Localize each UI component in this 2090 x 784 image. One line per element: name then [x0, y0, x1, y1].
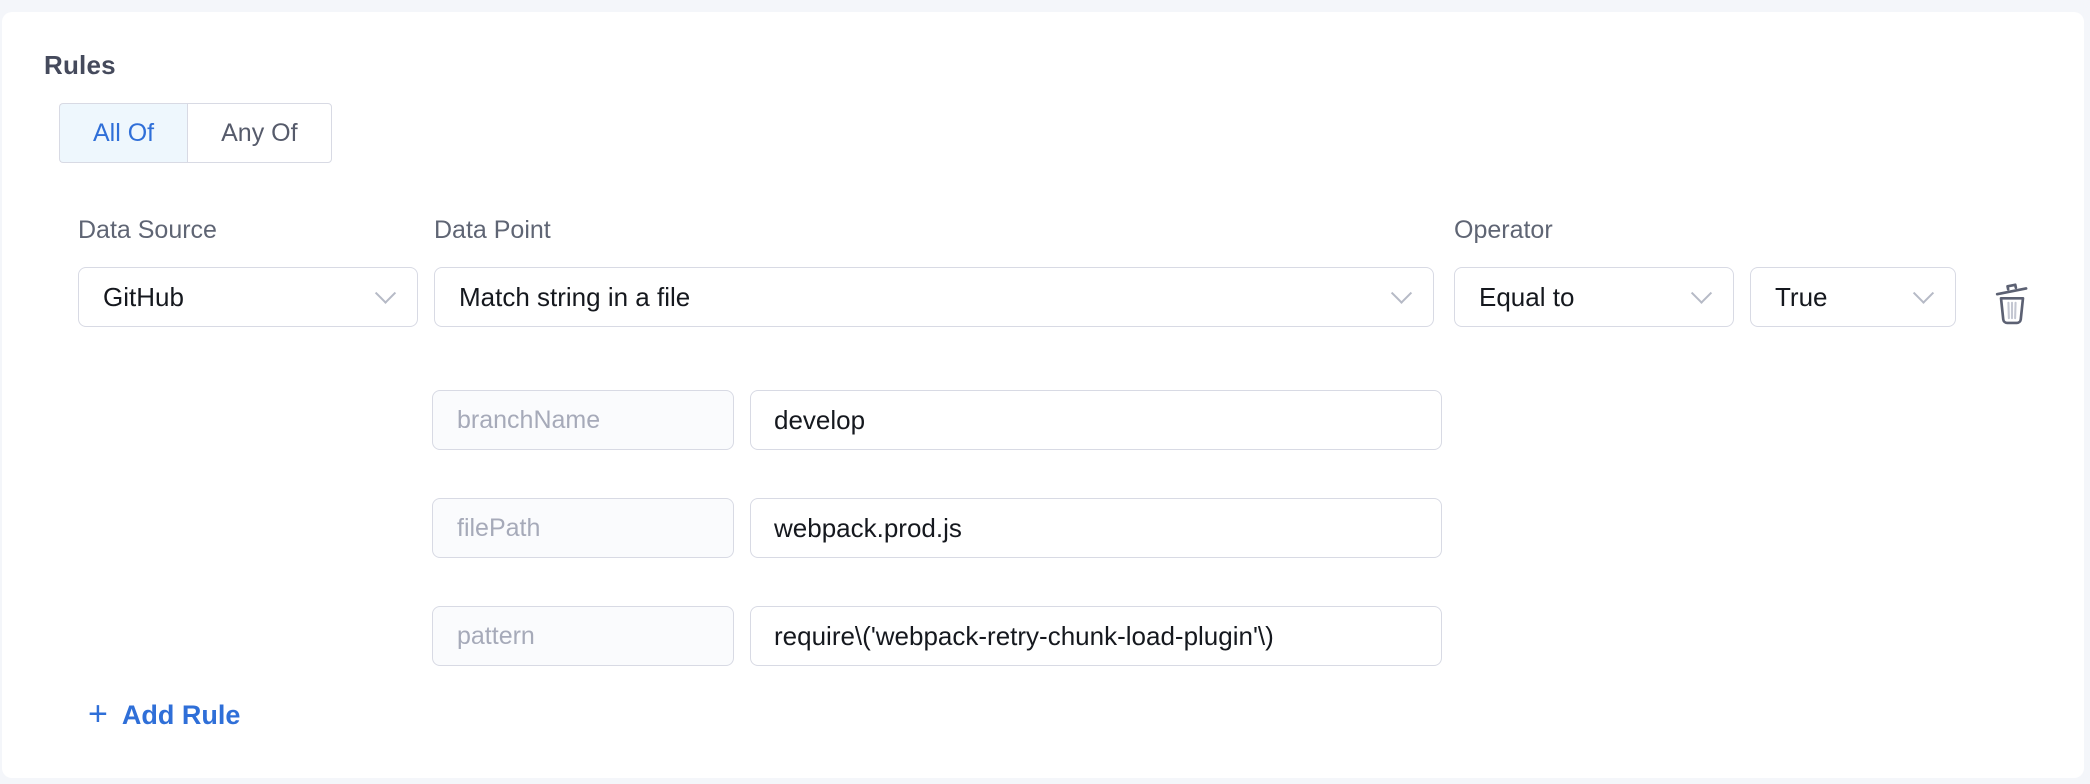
chevron-down-icon — [1690, 282, 1713, 304]
param-value-input[interactable] — [750, 606, 1442, 666]
add-rule-button[interactable]: + Add Rule — [88, 695, 241, 733]
plus-icon: + — [88, 695, 108, 733]
param-name-field: pattern — [432, 606, 734, 666]
param-name-field: branchName — [432, 390, 734, 450]
data-source-select[interactable]: GitHub — [78, 267, 418, 327]
chevron-down-icon — [1390, 282, 1413, 304]
all-of-button[interactable]: All Of — [59, 103, 188, 163]
param-value-input[interactable] — [750, 498, 1442, 558]
data-source-selected-value: GitHub — [103, 281, 184, 312]
trash-icon — [1991, 279, 2033, 325]
data-point-select[interactable]: Match string in a file — [434, 267, 1434, 327]
rules-section-title: Rules — [44, 50, 116, 80]
delete-rule-button[interactable] — [1988, 278, 2036, 326]
rules-card: Rules All Of Any Of Data Source Data Poi… — [2, 12, 2084, 778]
operator-value-selected: True — [1775, 281, 1828, 312]
operator-selected-value: Equal to — [1479, 281, 1575, 312]
operator-select[interactable]: Equal to — [1454, 267, 1734, 327]
operator-value-select[interactable]: True — [1750, 267, 1956, 327]
data-point-label: Data Point — [434, 216, 551, 244]
param-value-input[interactable] — [750, 390, 1442, 450]
param-name-field: filePath — [432, 498, 734, 558]
data-point-selected-value: Match string in a file — [459, 281, 691, 312]
match-type-toggle: All Of Any Of — [59, 103, 332, 163]
data-source-label: Data Source — [78, 216, 217, 244]
add-rule-label: Add Rule — [121, 699, 241, 730]
chevron-down-icon — [374, 282, 397, 304]
chevron-down-icon — [1912, 282, 1935, 304]
any-of-button[interactable]: Any Of — [187, 103, 332, 163]
operator-label: Operator — [1454, 216, 1553, 244]
